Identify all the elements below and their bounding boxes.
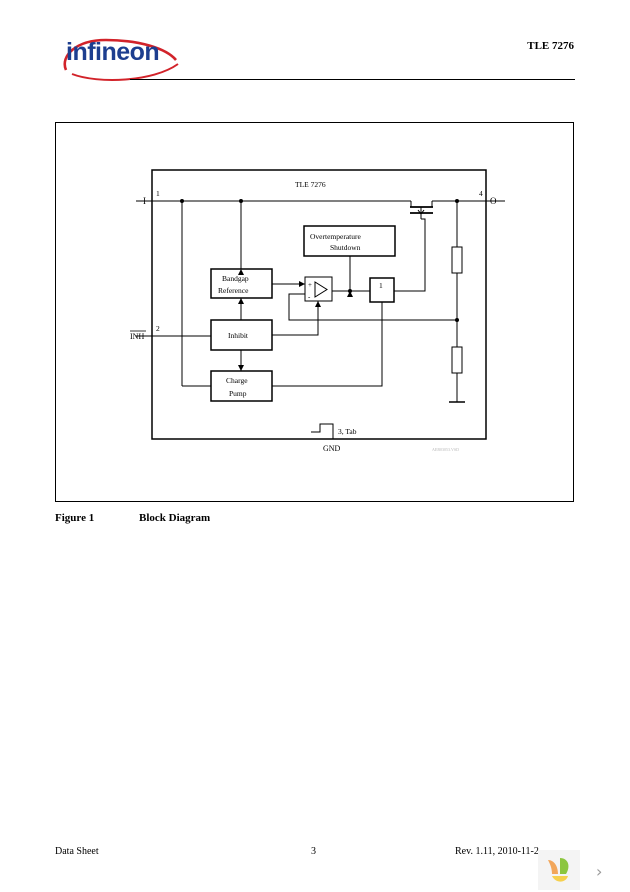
footer-doc-type: Data Sheet — [55, 846, 99, 857]
footer-revision: Rev. 1.11, 2010-11-2 — [455, 846, 539, 857]
figure-title: Block Diagram — [139, 512, 211, 524]
figure-number: Figure 1 — [55, 512, 95, 524]
brand-wordmark: infineon — [66, 38, 160, 66]
header-rule — [130, 79, 575, 80]
infineon-logo — [63, 38, 179, 81]
chevron-right-icon[interactable]: › — [596, 862, 603, 881]
footer-page-number: 3 — [311, 846, 316, 857]
document-id: TLE 7276 — [527, 40, 574, 52]
viewer-logo-icon — [538, 850, 580, 890]
figure-frame — [55, 122, 574, 502]
